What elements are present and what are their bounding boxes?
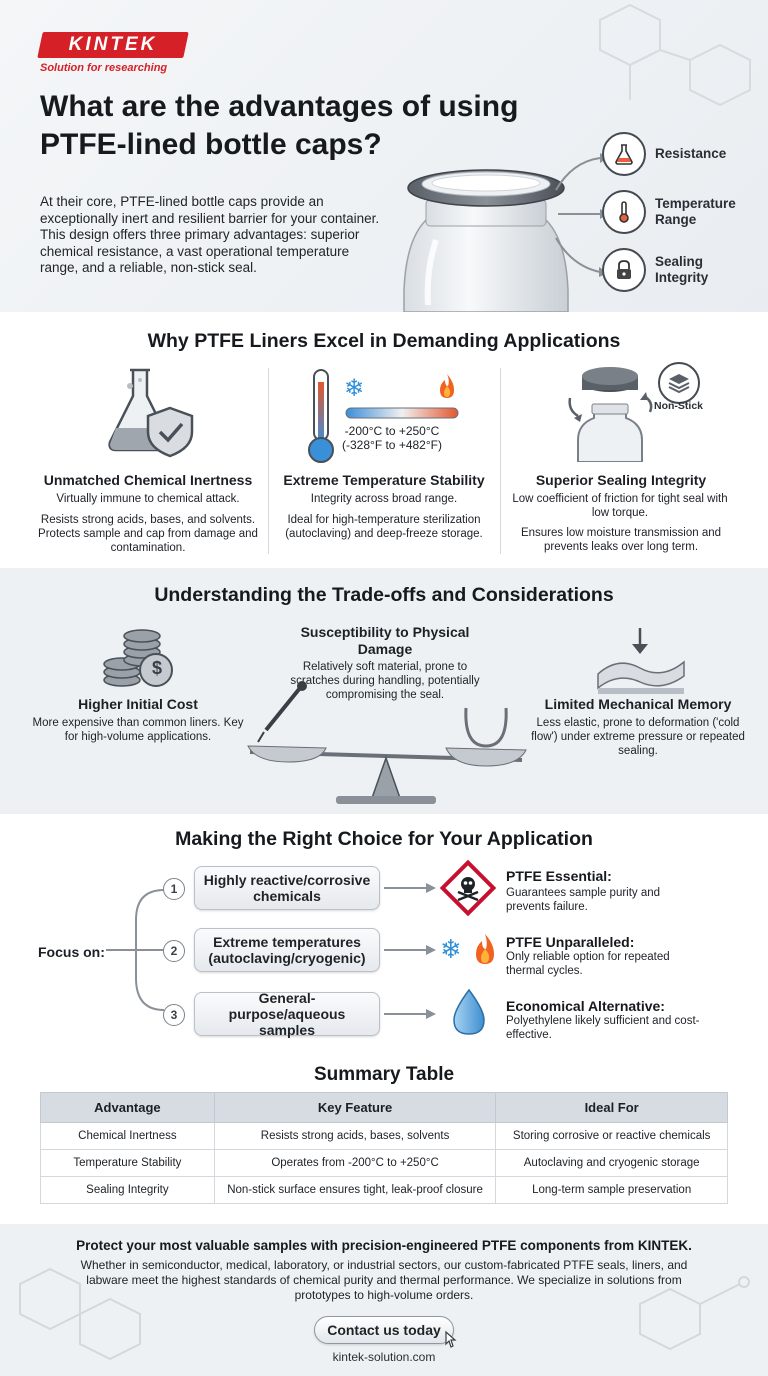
contact-us-button[interactable]: Contact us today xyxy=(314,1316,454,1344)
option-general-purpose[interactable]: General-purpose/aqueous samples xyxy=(194,990,380,1038)
option-extreme-temperatures[interactable]: Extreme temperatures (autoclaving/cryoge… xyxy=(194,928,380,972)
table-cell: Resists strong acids, bases, solvents xyxy=(213,1122,497,1150)
option-number-2: 2 xyxy=(163,940,185,962)
flask-shield-icon xyxy=(108,368,194,458)
why-col-3-subtitle: Low coefficient of friction for tight se… xyxy=(512,493,728,519)
molecule-decoration-icon xyxy=(19,1267,141,1361)
outcome-1-text: Guarantees sample purity and prevents fa… xyxy=(506,887,661,913)
cta-description: Whether in semiconductor, medical, labor… xyxy=(80,1258,688,1302)
non-stick-badge: Non-Stick xyxy=(654,400,704,412)
summary-table-title: Summary Table xyxy=(313,1064,455,1085)
flame-icon xyxy=(440,374,454,398)
dollar-sign-icon: $ xyxy=(151,658,162,678)
water-drop-icon xyxy=(453,988,485,1035)
choice-section: Making the Right Choice for Your Applica… xyxy=(0,814,768,1224)
outcome-3-title: Economical Alternative: xyxy=(506,998,665,1014)
brand-tagline: Solution for researching xyxy=(40,62,168,74)
summary-table: Advantage Key Feature Ideal For Chemical… xyxy=(40,1092,728,1204)
why-section: Why PTFE Liners Excel in Demanding Appli… xyxy=(0,312,768,568)
hero-section: KINTEK Solution for researching What are… xyxy=(0,0,768,312)
outcome-2-title: PTFE Unparalleled: xyxy=(506,934,635,950)
decision-tree-connector-icon xyxy=(106,889,165,1011)
coin-stack-icon xyxy=(103,629,173,687)
option-number-3: 3 xyxy=(163,1004,185,1026)
advantage-label-temperature: Temperature Range xyxy=(655,196,736,227)
brand-logo-text: KINTEK xyxy=(68,34,158,55)
column-divider xyxy=(268,368,269,554)
why-col-1-subtitle: Virtually immune to chemical attack. xyxy=(56,493,240,505)
bottle-illustration-icon xyxy=(403,169,569,312)
advantage-label-resistance: Resistance xyxy=(655,146,727,161)
arrow-right-icon xyxy=(384,945,436,955)
arrow-right-icon xyxy=(384,883,436,893)
outcome-1-title: PTFE Essential: xyxy=(506,868,612,884)
non-stick-layers-icon xyxy=(658,362,700,404)
hazard-skull-icon xyxy=(440,860,496,916)
molecule-decoration-icon xyxy=(599,3,751,107)
snowflake-icon: ❄ xyxy=(344,375,365,402)
balance-scale-icon xyxy=(247,681,527,804)
temperature-range-fahrenheit: (-328°F to +482°F) xyxy=(342,438,442,452)
flame-icon xyxy=(476,934,494,964)
molecule-decoration-icon xyxy=(639,1276,750,1351)
why-col-2-subtitle: Integrity across broad range. xyxy=(310,493,458,505)
snowflake-icon: ❄ xyxy=(440,934,462,964)
tradeoff-1-title: Higher Initial Cost xyxy=(78,696,198,712)
column-divider xyxy=(500,368,501,554)
resistance-flask-icon xyxy=(602,132,646,176)
pointer-cursor-icon xyxy=(445,1330,457,1348)
table-header-key-feature: Key Feature xyxy=(213,1092,497,1123)
intro-paragraph: At their core, PTFE-lined bottle caps pr… xyxy=(40,194,380,275)
temperature-range-celsius: -200°C to +250°C xyxy=(344,424,440,438)
compression-deform-icon xyxy=(597,628,685,694)
cta-title: Protect your most valuable samples with … xyxy=(76,1238,692,1253)
table-cell: Storing corrosive or reactive chemicals xyxy=(495,1122,728,1150)
sealing-padlock-icon xyxy=(602,248,646,292)
bottle-cap-sealing-icon xyxy=(568,367,653,462)
table-header-advantage: Advantage xyxy=(40,1092,215,1123)
tradeoff-3-title: Limited Mechanical Memory xyxy=(544,696,732,712)
website-link[interactable]: kintek-solution.com xyxy=(332,1350,436,1364)
table-cell: Autoclaving and cryogenic storage xyxy=(495,1149,728,1177)
tradeoff-2-title: Susceptibility to Physical Damage xyxy=(300,624,470,657)
table-row: Sealing Integrity Non-stick surface ensu… xyxy=(40,1176,728,1204)
choice-section-title: Making the Right Choice for Your Applica… xyxy=(175,828,593,850)
tradeoff-3-text: Less elastic, prone to deformation ('col… xyxy=(531,717,745,757)
outcome-3-text: Polyethylene likely sufficient and cost-… xyxy=(506,1015,700,1041)
why-col-2-title: Extreme Temperature Stability xyxy=(283,472,485,488)
option-number-1: 1 xyxy=(163,878,185,900)
tradeoffs-section-title: Understanding the Trade-offs and Conside… xyxy=(154,584,614,606)
table-cell: Temperature Stability xyxy=(40,1149,215,1177)
tradeoffs-section: Understanding the Trade-offs and Conside… xyxy=(0,568,768,814)
why-col-1-title: Unmatched Chemical Inertness xyxy=(43,472,253,488)
table-row: Chemical Inertness Resists strong acids,… xyxy=(40,1122,728,1150)
arrow-right-icon xyxy=(384,1009,436,1019)
option-reactive-chemicals[interactable]: Highly reactive/corrosive chemicals xyxy=(194,866,380,910)
why-col-1-text: Resists strong acids, bases, and solvent… xyxy=(38,514,258,554)
temperature-thermometer-icon xyxy=(602,190,646,234)
table-cell: Chemical Inertness xyxy=(40,1122,215,1150)
tradeoff-2-text: Relatively soft material, prone to scrat… xyxy=(290,661,480,701)
table-cell: Long-term sample preservation xyxy=(495,1176,728,1204)
tradeoff-1-text: More expensive than common liners. Key f… xyxy=(32,717,244,743)
why-col-3-title: Superior Sealing Integrity xyxy=(535,472,707,488)
cta-section xyxy=(0,1224,768,1376)
focus-on-label: Focus on: xyxy=(38,944,105,960)
table-header-ideal-for: Ideal For xyxy=(495,1092,728,1123)
outcome-2-text: Only reliable option for repeated therma… xyxy=(506,951,670,977)
advantage-label-sealing: Sealing Integrity xyxy=(655,254,709,285)
why-section-title: Why PTFE Liners Excel in Demanding Appli… xyxy=(147,330,621,352)
table-cell: Operates from -200°C to +250°C xyxy=(213,1149,497,1177)
thermometer-temperature-icon xyxy=(308,369,459,463)
table-cell: Sealing Integrity xyxy=(40,1176,215,1204)
why-col-2-text: Ideal for high-temperature sterilization… xyxy=(285,514,483,540)
page-title: What are the advantages of using PTFE-li… xyxy=(40,90,519,161)
table-row: Temperature Stability Operates from -200… xyxy=(40,1149,728,1177)
why-col-3-text: Ensures low moisture transmission and pr… xyxy=(520,527,722,553)
table-cell: Non-stick surface ensures tight, leak-pr… xyxy=(213,1176,497,1204)
